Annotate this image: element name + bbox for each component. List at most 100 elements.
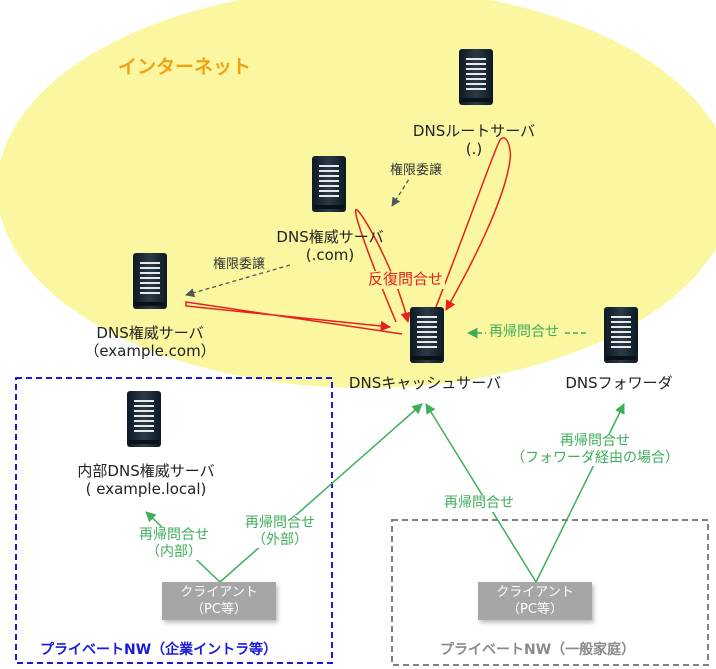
cache-server-icon — [409, 306, 445, 364]
corporate-client-line1: クライアント — [180, 585, 258, 600]
server-tower-graphic — [604, 307, 638, 363]
server-slot — [140, 287, 160, 289]
example-server-sub: （example.com） — [84, 341, 216, 360]
recursive-forwarder-label: 再帰問合せ — [486, 324, 562, 341]
example-server-name: DNS権威サーバ — [96, 324, 204, 342]
server-slot — [134, 415, 154, 417]
recursive-arrow-home-to-cache — [425, 403, 537, 583]
internal-server-name: 内部DNS権威サーバ — [77, 462, 215, 480]
server-tower-graphic — [459, 49, 493, 105]
external-note: （外部） — [252, 531, 308, 548]
root-server-name: DNSルートサーバ — [412, 122, 536, 140]
server-slot — [417, 321, 437, 323]
server-slot — [134, 410, 154, 412]
server-slot — [611, 346, 631, 348]
iterative-label: 反復問合せ — [366, 270, 446, 289]
cache-server-label: DNSキャッシュサーバ — [348, 374, 502, 392]
com-server-label: DNS権威サーバ (.com) — [250, 228, 410, 264]
server-base — [606, 356, 636, 360]
server-body — [312, 156, 346, 212]
forwarder-server-icon — [603, 306, 639, 364]
iterative-loop-example — [185, 301, 403, 335]
home-client-line2: （PC等） — [507, 602, 563, 617]
server-slot — [466, 73, 486, 75]
com-server-sub: (.com) — [305, 245, 355, 264]
server-base — [135, 302, 165, 306]
server-slot — [140, 272, 160, 274]
root-server-label: DNSルートサーバ (.) — [394, 122, 554, 158]
server-slot — [140, 267, 160, 269]
recursive-external-label: 再帰問合せ （外部） — [232, 515, 328, 549]
server-slot — [611, 321, 631, 323]
internet-label: インターネット — [118, 56, 252, 78]
server-slot — [466, 58, 486, 60]
server-slot — [466, 63, 486, 65]
recursive-internal-text: 再帰問合せ — [139, 527, 209, 543]
server-slot — [140, 282, 160, 284]
recursive-forward-route-text: 再帰問合せ — [560, 433, 630, 449]
server-slot — [466, 68, 486, 70]
server-slot — [417, 326, 437, 328]
internal-note: （内部） — [146, 543, 202, 560]
root-server-icon — [458, 48, 494, 106]
server-slot — [417, 346, 437, 348]
recursive-arrow-home-to-forwarder — [535, 403, 625, 583]
example-server-icon — [132, 252, 168, 310]
server-base — [314, 205, 344, 209]
server-slot — [611, 326, 631, 328]
root-server-sub: (.) — [465, 139, 483, 158]
home-client-line1: クライアント — [496, 585, 574, 600]
recursive-forward-route-label: 再帰問合せ （フォワーダ経由の場合） — [500, 433, 690, 467]
iterative-loop-root — [433, 137, 512, 313]
server-body — [459, 49, 493, 105]
recursive-arrow-client-to-cache — [219, 403, 423, 583]
forward-route-note: （フォワーダ経由の場合） — [511, 449, 679, 466]
corporate-client: クライアント （PC等） — [162, 582, 276, 620]
server-body — [604, 307, 638, 363]
server-base — [461, 98, 491, 102]
server-slot — [319, 190, 339, 192]
server-tower-graphic — [127, 391, 161, 447]
home-network-label: プライベートNW（一般家庭） — [440, 642, 636, 658]
server-slot — [466, 78, 486, 80]
com-server-name: DNS権威サーバ — [276, 228, 384, 246]
server-slot — [611, 331, 631, 333]
internal-server-sub: ( example.local) — [85, 479, 207, 498]
server-tower-graphic — [133, 253, 167, 309]
internet-area — [0, 0, 716, 388]
server-slot — [417, 331, 437, 333]
server-slot — [140, 262, 160, 264]
home-client: クライアント （PC等） — [478, 582, 592, 620]
com-server-icon — [311, 155, 347, 213]
server-slot — [319, 195, 339, 197]
server-tower-graphic — [410, 307, 444, 363]
server-slot — [611, 336, 631, 338]
server-slot — [140, 292, 160, 294]
delegation-label-1: 権限委譲 — [388, 163, 445, 179]
server-slot — [134, 400, 154, 402]
server-slot — [417, 316, 437, 318]
internal-server-icon — [126, 390, 162, 448]
server-body — [410, 307, 444, 363]
server-slot — [611, 316, 631, 318]
server-slot — [134, 430, 154, 432]
corporate-network-label: プライベートNW（企業イントラ等） — [40, 642, 278, 658]
recursive-home-label: 再帰問合せ — [442, 495, 516, 512]
server-slot — [134, 425, 154, 427]
server-slot — [611, 341, 631, 343]
server-slot — [319, 180, 339, 182]
server-base — [412, 356, 442, 360]
internal-server-label: 内部DNS権威サーバ ( example.local) — [64, 462, 228, 498]
server-body — [127, 391, 161, 447]
server-slot — [319, 165, 339, 167]
forwarder-server-label: DNSフォワーダ — [565, 374, 673, 392]
server-body — [133, 253, 167, 309]
example-server-label: DNS権威サーバ （example.com） — [68, 324, 232, 360]
server-slot — [319, 185, 339, 187]
server-slot — [417, 336, 437, 338]
corporate-client-line2: （PC等） — [191, 602, 247, 617]
server-slot — [140, 277, 160, 279]
server-slot — [417, 341, 437, 343]
server-slot — [319, 170, 339, 172]
